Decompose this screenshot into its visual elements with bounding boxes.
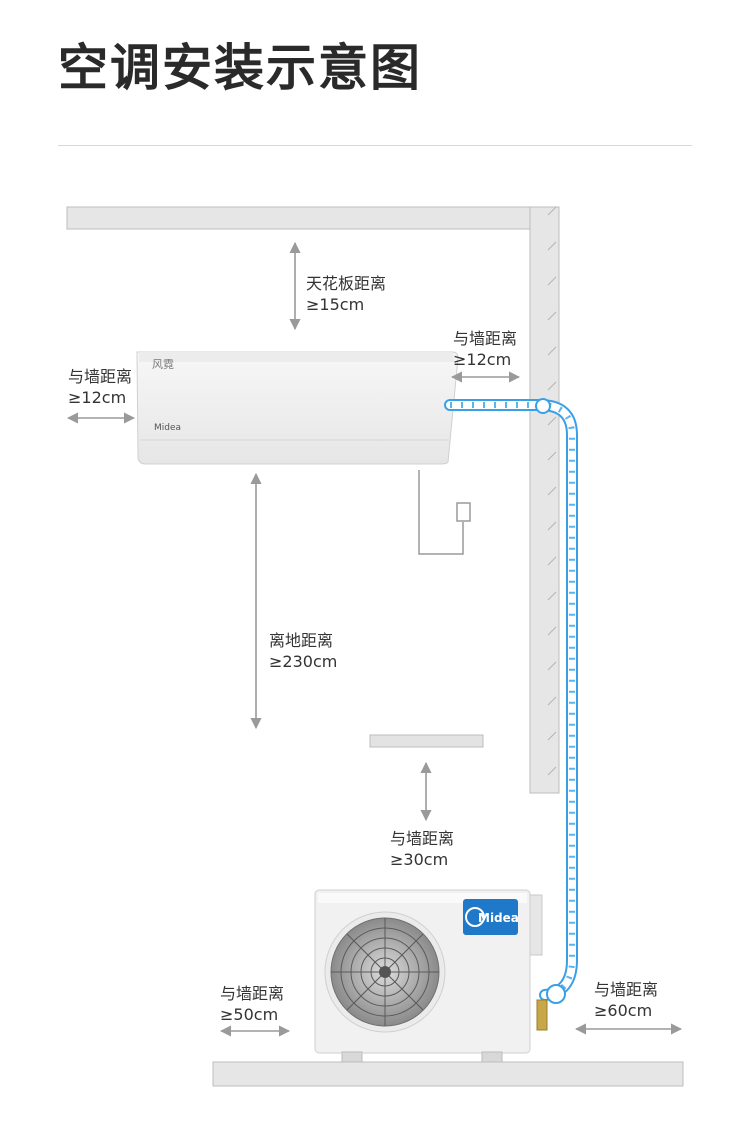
left-wall-distance-value: ≥12cm: [68, 388, 127, 407]
outdoor-top-distance-title: 与墙距离: [390, 829, 455, 848]
ceiling-distance-value: ≥15cm: [306, 295, 365, 314]
indoor-unit: [136, 351, 459, 465]
right-wall: [529, 206, 560, 794]
left-wall-distance-title: 与墙距离: [68, 367, 133, 386]
indoor-brand-logo: Midea: [154, 423, 181, 433]
drain-line: [418, 470, 471, 555]
ceiling-distance-label: 天花板距离 ≥15cm: [306, 273, 386, 315]
outdoor-right-distance-label: 与墙距离 ≥60cm: [594, 979, 658, 1021]
outdoor-left-distance-value: ≥50cm: [220, 1005, 279, 1024]
indoor-model-text: 风霓: [152, 358, 174, 371]
outdoor-right-distance-title: 与墙距离: [594, 980, 659, 999]
floor-slab: [212, 1061, 684, 1087]
outdoor-left-distance-title: 与墙距离: [220, 984, 285, 1003]
outdoor-brand-logo: Midea: [478, 911, 519, 925]
right-wall-distance-value: ≥12cm: [453, 350, 512, 369]
outdoor-top-distance-label: 与墙距离 ≥30cm: [390, 828, 454, 870]
floor-distance-value: ≥230cm: [269, 652, 338, 671]
floor-distance-label: 离地距离 ≥230cm: [269, 630, 337, 672]
ceiling-wall: [66, 206, 560, 230]
page-title: 空调安装示意图: [58, 39, 422, 97]
left-wall-distance-label: 与墙距离 ≥12cm: [68, 366, 132, 408]
floor-distance-title: 离地距离: [269, 631, 334, 650]
outdoor-left-distance-label: 与墙距离 ≥50cm: [220, 983, 284, 1025]
outdoor-right-distance-value: ≥60cm: [594, 1001, 653, 1020]
right-wall-distance-label: 与墙距离 ≥12cm: [453, 328, 517, 370]
title-divider: [58, 145, 692, 146]
outdoor-top-distance-value: ≥30cm: [390, 850, 449, 869]
wall-shelf: [369, 734, 484, 748]
outdoor-unit: [314, 889, 548, 1063]
right-wall-distance-title: 与墙距离: [453, 329, 518, 348]
ceiling-distance-title: 天花板距离: [306, 274, 387, 293]
refrigerant-pipe: [444, 398, 578, 1004]
